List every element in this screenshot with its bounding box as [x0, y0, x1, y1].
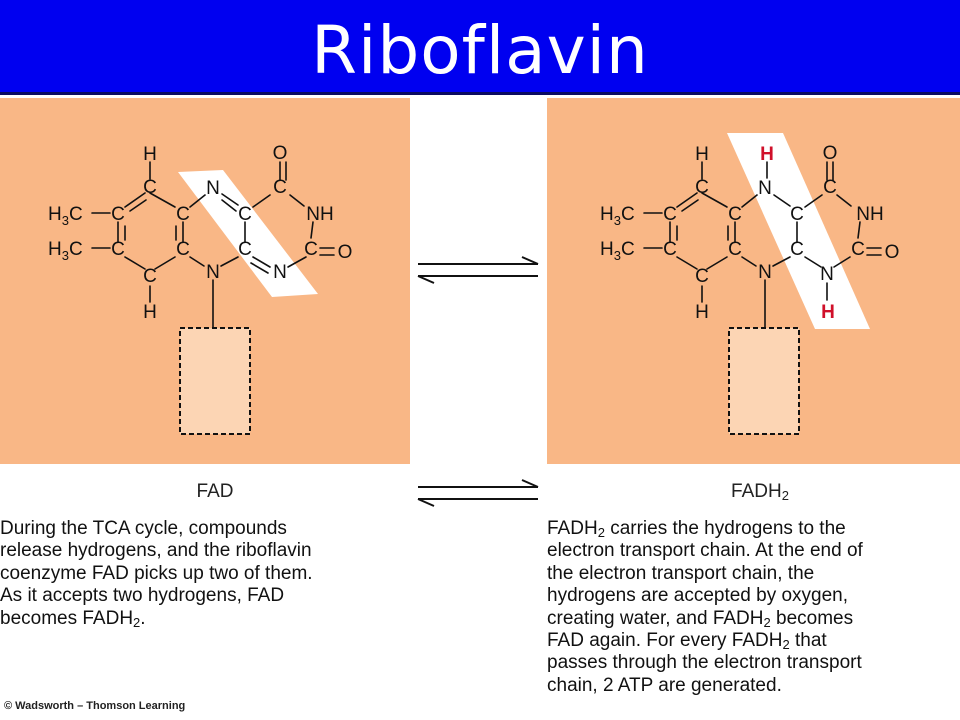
atom-c: C	[143, 266, 157, 287]
atom-o: O	[823, 143, 838, 164]
fad-label: FAD	[196, 481, 234, 502]
atom-c: C	[304, 239, 318, 260]
fadh2-description: FADH2 carries the hydrogens to the elect…	[547, 518, 957, 697]
methyl-group: H3C	[48, 239, 83, 263]
ribityl-adp-box	[179, 327, 251, 435]
methyl-group: H3C	[48, 204, 83, 228]
fadh2-reactive-site-highlight	[727, 133, 870, 329]
atom-c: C	[176, 239, 190, 260]
atom-o: O	[338, 242, 353, 263]
atom-c: C	[790, 204, 804, 225]
text-line: During the TCA cycle, compounds	[0, 518, 287, 539]
text-line: FADH2 carries the hydrogens to the	[547, 518, 846, 540]
atom-c: C	[728, 204, 742, 225]
fad-structure: H C C C C C C H N C C N O C NH C O N H3C…	[48, 143, 353, 435]
atom-c: C	[695, 177, 709, 198]
atom-n: N	[758, 262, 772, 283]
fad-reactive-site-highlight	[178, 170, 318, 297]
atom-n: N	[820, 264, 834, 285]
atom-n: N	[758, 178, 772, 199]
atom-n: N	[206, 262, 220, 283]
atom-c: C	[790, 239, 804, 260]
text-line: becomes FADH2.	[0, 607, 146, 630]
atom-o: O	[273, 143, 288, 164]
atom-c: C	[823, 177, 837, 198]
atom-c: C	[663, 204, 677, 225]
equilibrium-arrows-lower	[417, 479, 539, 507]
copyright-notice: © Wadsworth – Thomson Learning	[4, 700, 186, 712]
atom-c: C	[111, 204, 125, 225]
atom-nh: NH	[856, 204, 883, 225]
text-line: creating water, and FADH2 becomes	[547, 607, 854, 630]
atom-c: C	[728, 239, 742, 260]
atom-c: C	[273, 177, 287, 198]
atom-h-bottom: H	[143, 302, 157, 323]
atom-h-top: H	[143, 144, 157, 165]
atom-h-bottom: H	[695, 302, 709, 323]
equilibrium-arrows-upper	[417, 256, 539, 284]
added-hydrogen-top: H	[760, 144, 774, 165]
text-line: coenzyme FAD picks up two of them.	[0, 562, 313, 584]
atom-o: O	[885, 242, 900, 263]
fadh2-label-main: FADH	[731, 481, 782, 502]
atom-c: C	[663, 239, 677, 260]
fad-description: During the TCA cycle, compounds release …	[0, 518, 408, 630]
fadh2-label: FADH2	[700, 481, 820, 503]
text-line: passes through the electron transport	[547, 652, 862, 674]
atom-c: C	[238, 239, 252, 260]
atom-c: C	[238, 204, 252, 225]
added-hydrogen-bottom: H	[821, 302, 835, 323]
atom-c: C	[695, 266, 709, 287]
text-line: As it accepts two hydrogens, FAD	[0, 585, 285, 607]
atom-nh: NH	[306, 204, 333, 225]
atom-n: N	[206, 178, 220, 199]
text-line: release hydrogens, and the riboflavin	[0, 540, 312, 562]
fadh2-label-sub: 2	[781, 488, 789, 503]
ribityl-adp-box	[728, 327, 800, 435]
atom-c: C	[111, 239, 125, 260]
methyl-group: H3C	[600, 239, 635, 263]
atom-c: C	[851, 239, 865, 260]
atom-c: C	[176, 204, 190, 225]
fadh2-structure: H C C C C C C H H N C C N O C NH C O N H…	[600, 133, 900, 435]
text-line: the electron transport chain, the	[547, 562, 815, 584]
slide-title: Riboflavin	[311, 12, 649, 89]
text-line: FAD again. For every FADH2 that	[547, 630, 827, 653]
text-line: electron transport chain. At the end of	[547, 540, 863, 562]
atom-c: C	[143, 177, 157, 198]
atom-n: N	[273, 262, 287, 283]
atom-h-top: H	[695, 144, 709, 165]
methyl-group: H3C	[600, 204, 635, 228]
title-bar: Riboflavin	[0, 0, 960, 95]
text-line: hydrogens are accepted by oxygen,	[547, 585, 849, 607]
text-line: chain, 2 ATP are generated.	[547, 674, 782, 696]
